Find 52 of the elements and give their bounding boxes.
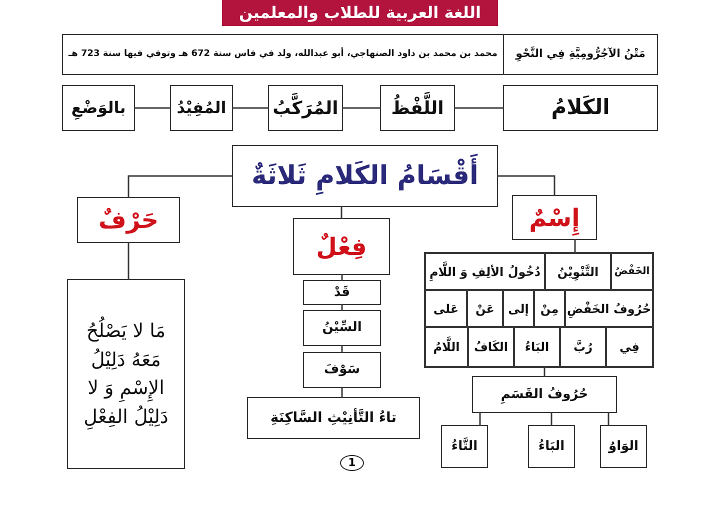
connector-line — [341, 275, 343, 280]
table-cell: البَاءُ — [514, 327, 560, 367]
table-cell: عَلى — [425, 290, 467, 327]
table-cell: رُبَّ — [560, 327, 606, 367]
table-cell: عَنْ — [467, 290, 503, 327]
connector-line — [550, 413, 552, 425]
table-cell: مِنْ — [534, 290, 565, 327]
connector-line — [455, 107, 503, 109]
connector-line — [479, 413, 481, 425]
group-box: حُرُوفُ القَسَمِ — [472, 376, 617, 413]
sign-box: تاءُ التَّأنِيْثِ السَّاكِنَةِ — [247, 397, 420, 439]
term-box: المُفِيْدُ — [170, 85, 233, 131]
connector-line — [128, 175, 232, 197]
page-number: 1 — [340, 455, 364, 471]
connector-line — [498, 175, 556, 195]
connector-line — [340, 207, 342, 218]
table-cell: دُخُولُ الألِفِ وَ اللَّامِ — [425, 253, 545, 290]
term-box: المُرَكَّبُ — [268, 85, 343, 131]
definition-box: مَا لا يَصْلُحُ مَعَهُ دَلِيْلُ الإِسْمِ وَ لا دَلِيْلُ الفِعْلِ — [67, 279, 185, 469]
sign-box: سَوْفَ — [303, 352, 381, 388]
table-grid — [425, 253, 653, 367]
connector-line — [135, 107, 170, 109]
sign-box: قَدْ — [303, 280, 381, 305]
category-box: حَرْفٌ — [77, 197, 180, 243]
connector-line — [341, 388, 343, 397]
connector-line — [128, 243, 130, 279]
letter-box: الوَاوُ — [600, 425, 647, 468]
table-cell: فِي — [606, 327, 653, 367]
connector-line — [608, 413, 610, 425]
table-cell: الكَافُ — [468, 327, 514, 367]
term-box: بالوَضْعِ — [62, 85, 135, 131]
title-banner: اللغة العربية للطلاب والمعلمين — [222, 0, 498, 26]
heading-box: أَقْسَامُ الكَلامِ ثَلاثَةٌ — [232, 145, 498, 207]
letter-box: البَاءُ — [528, 425, 575, 468]
connector-line — [574, 240, 576, 253]
category-box: إِسْمٌ — [512, 195, 597, 240]
sign-box: السِّيْنُ — [303, 310, 381, 346]
term-box: الكَلامُ — [503, 85, 658, 131]
table-cell: التَّنْوِيْنُ — [545, 253, 611, 290]
connector-line — [233, 107, 268, 109]
biography-cell: محمد بن محمد بن داود الصنهاجي، أبو عبدالله، ولد في فاس سنة 672 هـ وتوفي فيها سنة 723 هـ — [62, 34, 504, 75]
table-cell: الخَفْضُ — [611, 253, 653, 290]
table-cell: حُرُوفُ الخَفْضِ — [565, 290, 653, 327]
connector-line — [341, 305, 343, 310]
table-cell: اللَّامُ — [425, 327, 468, 367]
table-cell: إلى — [503, 290, 534, 327]
letter-box: التَّاءُ — [441, 425, 488, 468]
category-box: فِعْلٌ — [293, 218, 390, 275]
title-cell: مَتْنُ الآجُرُّومِيَّةِ فِي النَّحْوِ — [503, 34, 658, 75]
connector-line — [343, 107, 380, 109]
term-box: اللَّفْظُ — [380, 85, 455, 131]
connector-line — [341, 346, 343, 352]
